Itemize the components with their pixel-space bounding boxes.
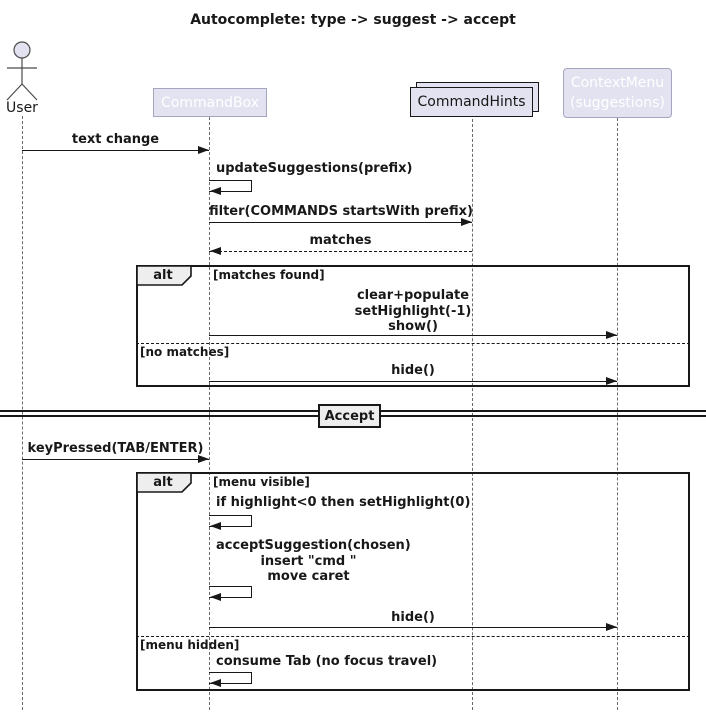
lifeline-commandbox — [209, 117, 210, 710]
participant-user-label: User — [6, 100, 38, 116]
participant-commandbox: CommandBox — [153, 88, 267, 117]
arrowhead-icon — [606, 331, 617, 339]
participant-contextmenu-label-line1: ContextMenu — [570, 75, 665, 91]
message-populate-line3: show() — [388, 319, 438, 334]
message-consume-tab-selfarrow — [209, 672, 252, 684]
actor-icon — [6, 41, 38, 101]
message-hide1-label: hide() — [391, 363, 435, 378]
message-hide2-arrow — [209, 627, 617, 628]
message-keypressed-arrow — [22, 459, 209, 460]
arrowhead-icon — [606, 623, 617, 631]
message-keypressed-label: keyPressed(TAB/ENTER) — [27, 441, 204, 456]
message-filter-arrow — [209, 222, 472, 223]
alt-fragment-accept — [136, 472, 690, 691]
participant-contextmenu-label-line2: (suggestions) — [570, 95, 665, 111]
arrowhead-icon — [210, 522, 221, 530]
message-update-suggestions-label: updateSuggestions(prefix) — [216, 161, 413, 176]
alt2-guard-menu-visible: [menu visible] — [213, 475, 310, 489]
message-hide1-arrow — [209, 381, 617, 382]
message-consume-tab-label: consume Tab (no focus travel) — [216, 654, 438, 669]
message-hide2-label: hide() — [391, 610, 435, 625]
participant-contextmenu: ContextMenu (suggestions) — [563, 68, 672, 118]
message-matches-label: matches — [309, 233, 372, 248]
message-sethighlight-selfarrow — [209, 515, 252, 527]
message-update-suggestions-selfarrow — [209, 180, 252, 192]
message-populate-label: clear+populate setHighlight(-1) show() — [209, 288, 617, 335]
alt-operator-label: alt — [153, 475, 173, 490]
arrowhead-icon — [606, 377, 617, 385]
alt2-else-divider — [136, 636, 690, 637]
message-accept-suggestion-line2: insert "cmd " — [260, 553, 357, 569]
message-filter-label: filter(COMMANDS startsWith prefix) — [209, 204, 473, 219]
message-sethighlight-label: if highlight<0 then setHighlight(0) — [216, 495, 471, 510]
message-accept-suggestion-line1: acceptSuggestion(chosen) — [216, 538, 411, 553]
alt-operator-tab — [136, 472, 192, 493]
lifeline-contextmenu — [617, 118, 618, 710]
lifeline-user — [22, 116, 23, 710]
participant-commandhints-label: CommandHints — [417, 94, 526, 110]
message-accept-suggestion-label: acceptSuggestion(chosen) insert "cmd " m… — [216, 538, 411, 585]
arrowhead-icon — [210, 187, 221, 195]
message-populate-arrow — [209, 335, 617, 336]
message-populate-line1: clear+populate — [356, 288, 470, 303]
alt1-guard-matches-found: [matches found] — [213, 268, 325, 282]
message-populate-line2: setHighlight(-1) — [354, 303, 472, 319]
arrowhead-icon — [210, 593, 221, 601]
participant-commandbox-label: CommandBox — [161, 94, 259, 111]
diagram-title: Autocomplete: type -> suggest -> accept — [190, 12, 516, 28]
arrowhead-icon — [210, 247, 221, 255]
message-accept-suggestion-line3: move caret — [267, 569, 350, 584]
lifeline-commandhints — [472, 119, 473, 710]
alt1-guard-no-matches: [no matches] — [140, 345, 230, 359]
alt-operator-label: alt — [153, 268, 173, 283]
arrowhead-icon — [198, 146, 209, 154]
alt1-else-divider — [136, 343, 690, 344]
message-accept-suggestion-selfarrow — [209, 586, 252, 598]
divider-accept-label: Accept — [324, 408, 375, 424]
arrowhead-icon — [210, 679, 221, 687]
alt2-guard-menu-hidden: [menu hidden] — [140, 638, 240, 652]
divider-accept: Accept — [318, 404, 381, 428]
message-text-change-label: text change — [71, 132, 160, 147]
arrowhead-icon — [198, 455, 209, 463]
alt-operator-tab — [136, 265, 192, 286]
message-matches-arrow — [209, 251, 472, 252]
participant-commandhints: CommandHints — [410, 87, 533, 117]
arrowhead-icon — [461, 218, 472, 226]
message-text-change-arrow — [22, 150, 209, 151]
alt-fragment-suggest — [136, 265, 690, 387]
